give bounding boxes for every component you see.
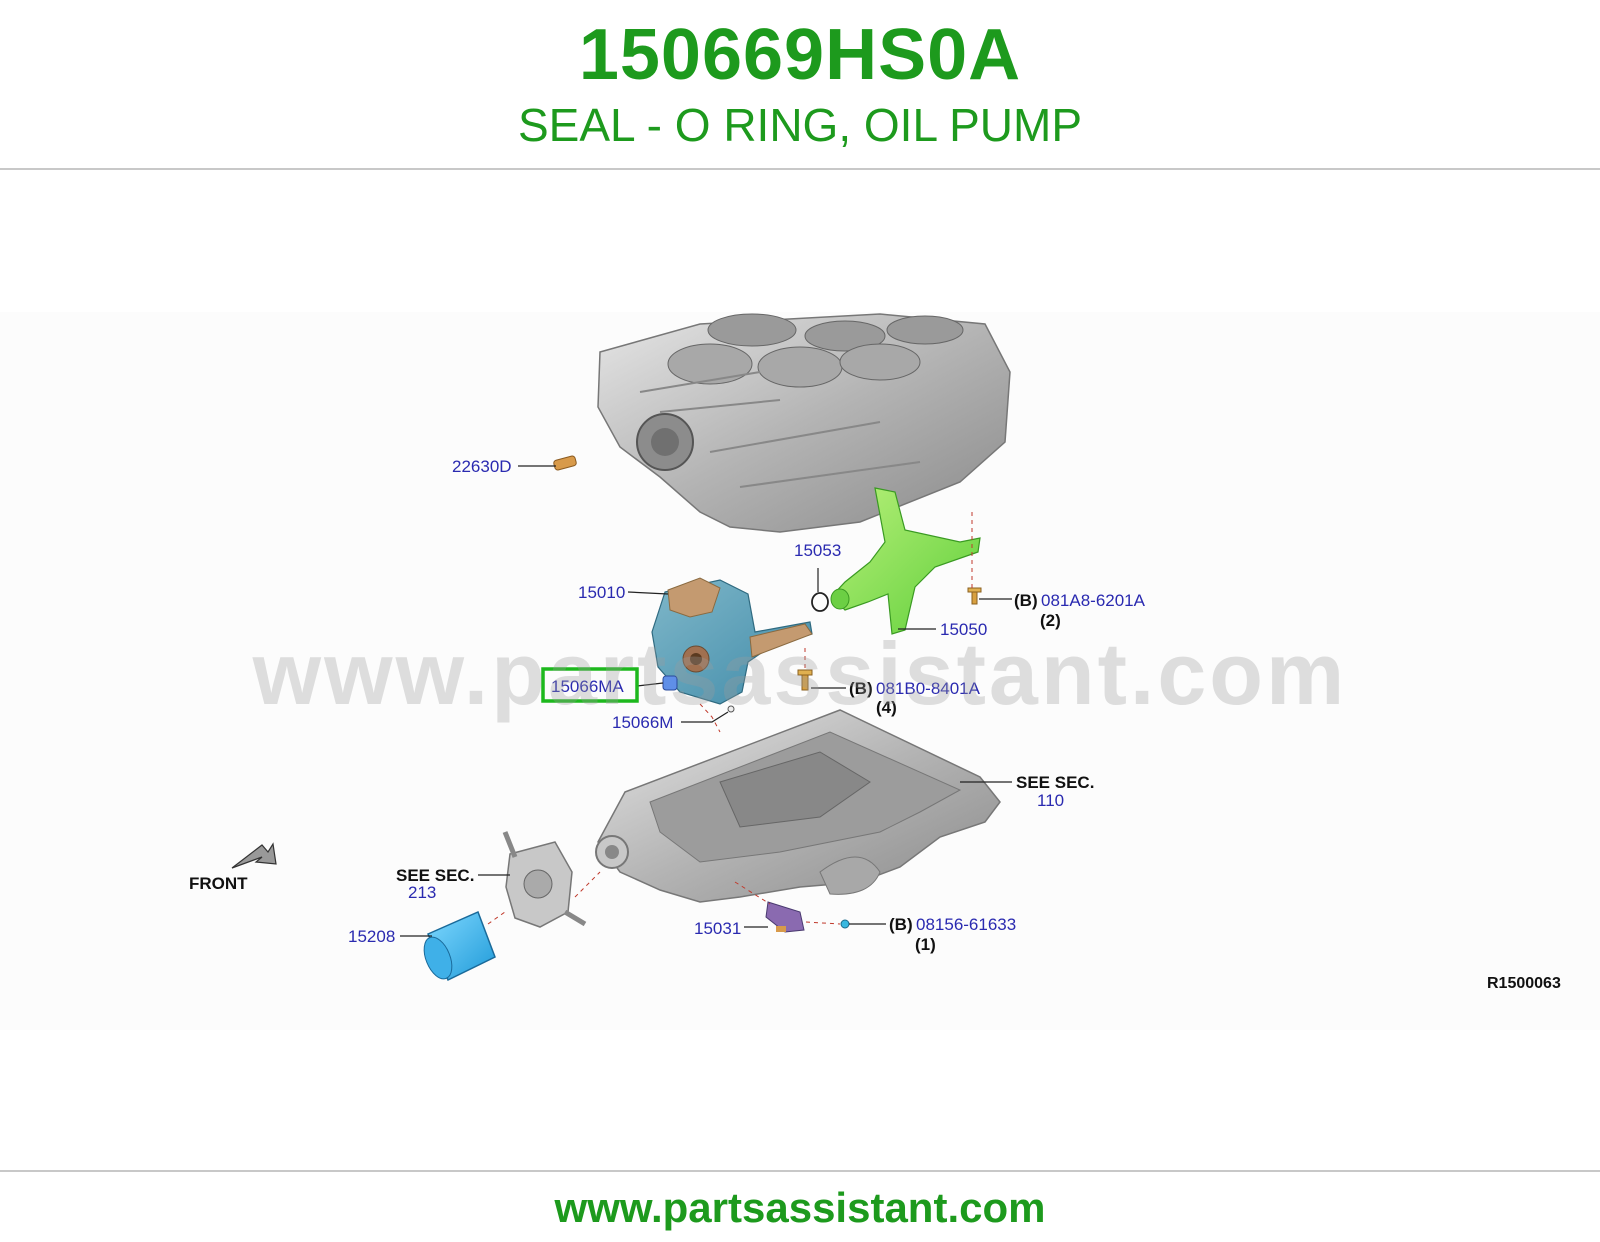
page-footer: www.partsassistant.com [0,1170,1600,1242]
exploded-view-svg: 22630D 15053 15010 15050 (B) 081A8-6201A… [189,313,1561,992]
callout-15010[interactable]: 15010 [578,583,625,602]
callout-081b0-8401a[interactable]: 081B0-8401A [876,679,981,698]
oil-pump-15010 [651,577,813,705]
bolt-prefix-081b0: (B) [849,679,873,698]
callout-15031[interactable]: 15031 [694,919,741,938]
qty-08156: (1) [915,935,936,954]
oil-sensor-22630d [553,455,577,471]
page-header: 150669HS0A SEAL - O RING, OIL PUMP [0,0,1600,170]
reference-code: R1500063 [1487,975,1561,992]
highlight-box-15066ma [541,667,639,703]
see-sec-110-label: SEE SEC. [1016,773,1094,792]
oil-pan [595,709,1001,903]
pin-15066m [727,705,735,713]
callout-22630d[interactable]: 22630D [452,457,512,476]
oil-strainer-15050 [830,487,981,635]
see-sec-110-link[interactable]: 110 [1037,791,1064,810]
bolt-081b0 [797,669,813,691]
bolt-081a8 [967,587,982,605]
callout-081a8-6201a[interactable]: 081A8-6201A [1041,591,1146,610]
oil-cooler [502,831,587,928]
bolt-prefix-081a8: (B) [1014,591,1038,610]
callout-15208[interactable]: 15208 [348,927,395,946]
callout-15050[interactable]: 15050 [940,620,987,639]
watermark: www.partsassistant.com [252,624,1348,723]
callout-15066ma[interactable]: 15066MA [551,677,624,696]
cylinder-block [597,313,1011,533]
see-sec-213-link[interactable]: 213 [408,883,436,902]
footer-url-link[interactable]: www.partsassistant.com [554,1184,1046,1231]
callout-08156-61633[interactable]: 08156-61633 [916,915,1016,934]
front-label: FRONT [189,874,248,893]
sensor-15031 [765,901,805,933]
part-description: SEAL - O RING, OIL PUMP [517,99,1083,151]
bolt-prefix-08156: (B) [889,915,913,934]
parts-diagram: 22630D 15053 15010 15050 (B) 081A8-6201A… [0,312,1600,1030]
callout-15053[interactable]: 15053 [794,541,841,560]
qty-081b0: (4) [876,698,897,717]
oil-filter-15208 [423,910,496,982]
bolt-08156 [840,919,850,929]
see-sec-213-label: SEE SEC. [396,866,474,885]
part-number-title: 150669HS0A [578,15,1022,95]
front-arrow-icon [231,842,277,869]
qty-081a8: (2) [1040,611,1061,630]
callout-15066m[interactable]: 15066M [612,713,673,732]
o-ring-15053 [811,592,829,612]
